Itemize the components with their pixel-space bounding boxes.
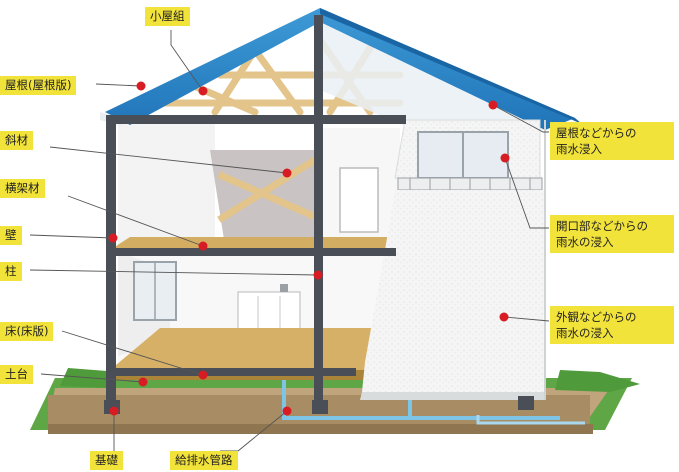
marker-opening-leak (500, 153, 510, 163)
label-yuka: 床(床版) (0, 322, 54, 341)
marker-kiso (109, 406, 119, 416)
label-opening-leak: 開口部などからの 雨水の浸入 (550, 215, 674, 253)
marker-yane (136, 81, 146, 91)
label-shazai: 斜材 (0, 131, 33, 150)
label-yokogazai: 横架材 (0, 179, 45, 198)
markers (108, 81, 510, 416)
roof (100, 8, 582, 130)
exterior-walls (360, 119, 546, 400)
label-kabe: 壁 (0, 226, 22, 245)
marker-kyuhaisui (282, 406, 292, 416)
marker-dodai (138, 377, 148, 387)
label-hashira: 柱 (0, 262, 22, 281)
label-dodai: 土台 (0, 365, 33, 384)
label-roof-leak-line1: 屋根などからの (556, 126, 637, 140)
label-opening-leak-line1: 開口部などからの (556, 219, 648, 233)
label-roof-leak-line2: 雨水浸入 (556, 142, 602, 156)
marker-koyagumi (198, 86, 208, 96)
marker-hashira (313, 270, 323, 280)
marker-roof-leak (488, 100, 498, 110)
label-koyagumi: 小屋組 (145, 7, 190, 26)
marker-kabe (108, 233, 118, 243)
label-roof-leak: 屋根などからの 雨水浸入 (550, 122, 674, 160)
marker-yuka (198, 370, 208, 380)
braces (217, 153, 323, 223)
marker-yokogazai (198, 241, 208, 251)
label-kiso: 基礎 (90, 451, 123, 470)
label-exterior-leak-line1: 外観などからの (556, 310, 637, 324)
label-opening-leak-line2: 雨水の浸入 (556, 235, 614, 249)
marker-exterior-leak (499, 312, 509, 322)
leader-lines (29, 30, 550, 452)
label-exterior-leak: 外観などからの 雨水の浸入 (550, 306, 674, 344)
label-exterior-leak-line2: 雨水の浸入 (556, 326, 614, 340)
label-yane: 屋根(屋根版) (0, 76, 77, 95)
marker-shazai (282, 168, 292, 178)
label-kyuhaisui: 給排水管路 (170, 451, 238, 470)
